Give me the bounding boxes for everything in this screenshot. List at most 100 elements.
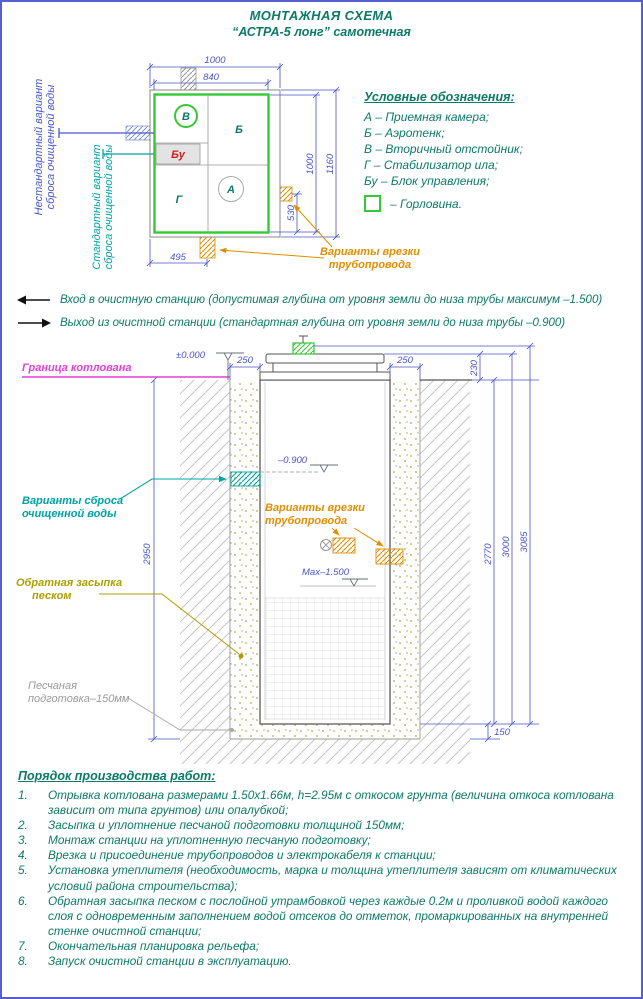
outlet-note: Выход из очистной станции (стандартная г… (16, 317, 640, 329)
plan-control-box (155, 143, 201, 165)
work-item-number: 7. (18, 938, 28, 953)
podgotovka-leader (127, 697, 230, 731)
dim-230: 230 (469, 359, 480, 377)
plan-label-v: В (182, 111, 190, 123)
legend-item-v: В – Вторичный отстойник; (364, 142, 523, 156)
work-item-number: 5. (18, 863, 28, 878)
plan-dim-1000-right-lines (270, 91, 320, 236)
gorlovina-cap (292, 342, 315, 355)
plan-dim-840-lines (150, 79, 272, 90)
soil-right (420, 380, 470, 764)
work-item: 6. Обратная засыпка песком с послойной у… (18, 894, 630, 939)
granitsa-label: Граница котлована (22, 362, 132, 374)
lid-base (259, 371, 391, 381)
plan-note-nonstandard-line1: Нестандартный вариант (33, 79, 45, 216)
pit-boundary (229, 380, 421, 740)
tank-grid-zone (264, 597, 386, 720)
dim-3000-lines (508, 350, 516, 728)
vent-mark (299, 335, 308, 343)
level-0900-label: –0.900 (277, 455, 308, 466)
plan-dim-1160-lines (281, 86, 340, 241)
plan-chamber-v-circle (174, 104, 198, 128)
plan-vrezka-arrow-right (293, 204, 333, 248)
plan-label-a: А (226, 184, 235, 196)
zasypka-callout-line2: песком (32, 590, 72, 602)
gorlovina-label: – Горловина. (390, 196, 462, 211)
dim-230-lines (476, 350, 484, 384)
legend-item-a: А – Приемная камера; (364, 110, 490, 124)
dim-2950-lines (148, 376, 180, 743)
plan-dim-1000-right: 1000 (305, 153, 316, 175)
plan-standard-discharge-line (102, 149, 154, 159)
legend: Условные обозначения: А – Приемная камер… (364, 90, 638, 212)
section-view: Граница котлована ±0.000 250 250 230 277… (16, 335, 539, 764)
plan-note-standard-line1: Стандартный вариант (91, 144, 103, 269)
work-item: 2. Засыпка и уплотнение песчаной подгото… (18, 818, 630, 833)
inlet-note-text: Вход в очистную станцию (допустимая глуб… (60, 294, 603, 306)
podgotovka-callout-line2: подготовка–150мм (28, 693, 130, 705)
plan-nonstandard-discharge-line (58, 128, 154, 138)
plan-note-nonstandard-line2: сброса очищенной воды (45, 85, 57, 210)
tiein-stub-2 (375, 548, 404, 565)
section-vrezka-line2: трубопровода (265, 515, 347, 527)
dim-150: 150 (494, 727, 511, 738)
pipe-cross-x (321, 540, 331, 550)
legend-item-gorlovina: – Горловина. (364, 195, 638, 212)
work-item-text: Врезка и присоединение трубопроводов и э… (48, 848, 436, 863)
tiein-arrow-2 (353, 527, 384, 547)
sbros-leader (119, 475, 227, 500)
podgotovka-dot (230, 728, 234, 732)
work-item-number: 4. (18, 848, 28, 863)
level-zero-label: ±0.000 (176, 350, 206, 361)
plan-gorlovina-outline (153, 93, 270, 234)
plan-dim-1160: 1160 (325, 153, 336, 174)
dim-150-lines (484, 720, 492, 743)
tiein-stub-1 (332, 537, 356, 554)
legend-title: Условные обозначения: (364, 90, 515, 104)
title-line2: “АСТРА-5 лонг” самотечная (232, 25, 411, 39)
plan-label-b: Б (235, 124, 243, 136)
level-max-mark (342, 578, 368, 587)
tiein-arrow-1 (331, 527, 340, 536)
zasypka-callout-line1: Обратная засыпка (16, 577, 122, 589)
dim-3000: 3000 (501, 536, 512, 558)
work-item: 1. Отрывка котлована размерами 1.50х1.66… (18, 788, 630, 818)
work-item-text: Запуск очистной станции в эксплуатацию. (48, 954, 292, 969)
plan-top-pipe-stub (180, 67, 197, 93)
work-item-number: 6. (18, 893, 28, 908)
work-item: 5. Установка утеплителя (необходимость, … (18, 863, 630, 893)
plan-dim-530-lines (292, 190, 302, 236)
right-extension-lines (314, 345, 539, 740)
work-item-text: Обратная засыпка песком с послойной утра… (48, 893, 609, 938)
lid-top (265, 353, 385, 364)
work-item-text: Окончательная планировка рельефа; (48, 938, 260, 953)
inlet-arrow-icon (17, 295, 50, 305)
sbros-callout-line1: Варианты сброса (22, 495, 123, 507)
plan-note-standard-line2: сброса очищенной воды (103, 145, 115, 270)
sbros-callout-line2: очищенной воды (22, 508, 117, 520)
work-item-number: 8. (18, 954, 28, 969)
plan-dim-530: 530 (286, 204, 297, 221)
section-vrezka-line1: Варианты врезки (265, 502, 365, 514)
work-item-text: Установка утеплителя (необходимость, мар… (48, 863, 617, 893)
legend-item-b: Б – Аэротенк; (364, 126, 445, 140)
dim-3085-lines (526, 342, 534, 728)
level-zero-mark (216, 352, 244, 380)
work-item: 8. Запуск очистной станции в эксплуатаци… (18, 954, 630, 969)
gorlovina-swatch-icon (364, 195, 381, 212)
level-max-label: Max–1.500 (302, 567, 350, 578)
lid-neck (272, 362, 378, 373)
work-item-number: 1. (18, 788, 28, 802)
plan-label-bu: Бу (171, 149, 186, 161)
legend-item-g: Г – Стабилизатор ила; (364, 158, 499, 172)
dim-2950: 2950 (142, 543, 153, 566)
plan-dim-495: 495 (170, 252, 187, 263)
dim-2770: 2770 (483, 543, 494, 566)
plan-partitions (155, 95, 268, 232)
work-item-text: Засыпка и уплотнение песчаной подготовки… (48, 818, 405, 833)
soil-left (180, 380, 230, 764)
dim-250-right: 250 (396, 355, 414, 366)
outlet-arrow-icon (18, 318, 51, 328)
